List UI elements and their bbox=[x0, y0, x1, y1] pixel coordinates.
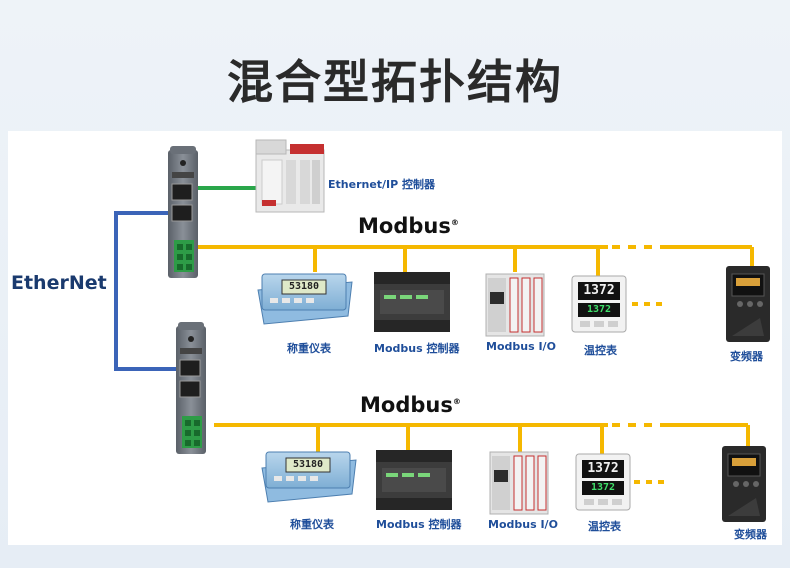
device-label-inverter-1: 变频器 bbox=[730, 350, 763, 363]
scale-display-1: 53180 bbox=[288, 281, 320, 292]
thermostat-display-top-2: 1372 bbox=[587, 461, 619, 476]
device-label-scale-2: 称重仪表 bbox=[290, 518, 334, 531]
inverter-device-2 bbox=[722, 446, 766, 522]
ethernet-ip-plc bbox=[255, 139, 325, 213]
scale-device-1 bbox=[257, 273, 353, 325]
device-label-thermostat-1: 温控表 bbox=[584, 344, 617, 357]
gateway-2 bbox=[176, 322, 206, 454]
gateway-1 bbox=[168, 146, 198, 278]
device-label-thermostat-2: 温控表 bbox=[588, 520, 621, 533]
ethernet-link bbox=[114, 211, 182, 371]
device-label-inverter-2: 变频器 bbox=[734, 528, 767, 541]
modbus-label-2: Modbus® bbox=[360, 393, 461, 417]
scale-device-2 bbox=[261, 451, 357, 503]
scale-display-2: 53180 bbox=[292, 459, 324, 470]
device-label-io-2: Modbus I/O bbox=[488, 518, 558, 531]
device-label-scale-1: 称重仪表 bbox=[287, 342, 331, 355]
thermostat-device-1 bbox=[571, 275, 627, 333]
plc-label: Ethernet/IP 控制器 bbox=[328, 178, 436, 191]
modbus-io-1 bbox=[485, 273, 545, 337]
thermostat-display-bottom-2: 1372 bbox=[590, 482, 616, 493]
thermostat-display-top-1: 1372 bbox=[583, 283, 615, 298]
modbus-label-1: Modbus® bbox=[358, 214, 459, 238]
device-label-controller-1: Modbus 控制器 bbox=[374, 342, 460, 355]
modbus-name: Modbus bbox=[360, 393, 453, 417]
ethernet-label: EtherNet bbox=[11, 272, 107, 294]
modbus-bus-1 bbox=[196, 245, 754, 306]
modbus-name: Modbus bbox=[358, 214, 451, 238]
device-label-io-1: Modbus I/O bbox=[486, 340, 556, 353]
device-label-controller-2: Modbus 控制器 bbox=[376, 518, 462, 531]
modbus-controller-2 bbox=[376, 450, 452, 510]
page-title: 混合型拓扑结构 bbox=[227, 55, 563, 109]
inverter-device-1 bbox=[726, 266, 770, 342]
modbus-io-2 bbox=[489, 451, 549, 515]
modbus-mark: ® bbox=[450, 218, 459, 227]
modbus-bus-2 bbox=[214, 423, 750, 484]
modbus-controller-1 bbox=[374, 272, 450, 332]
thermostat-display-bottom-1: 1372 bbox=[586, 304, 612, 315]
thermostat-device-2 bbox=[575, 453, 631, 511]
modbus-mark: ® bbox=[452, 397, 461, 406]
